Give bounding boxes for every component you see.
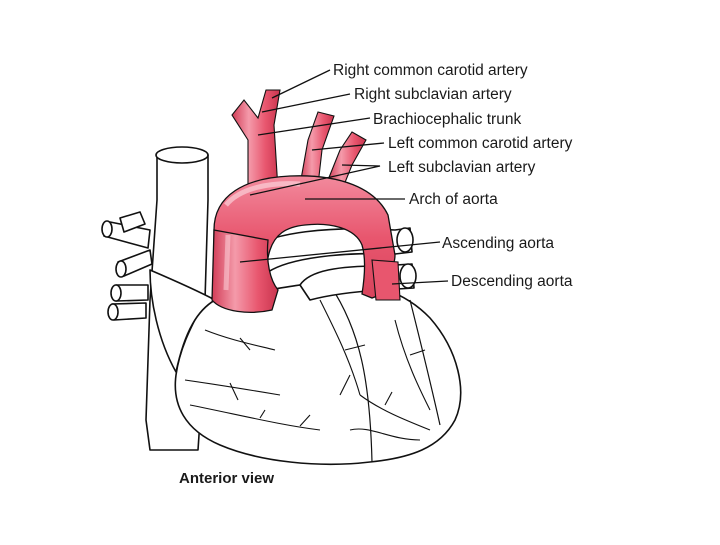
label-right-common-carotid-artery: Right common carotid artery [333, 62, 528, 79]
label-right-subclavian-artery: Right subclavian artery [354, 86, 512, 103]
coronary-vessels [184, 299, 431, 441]
pulmonary-veins-left [101, 211, 153, 321]
brachiocephalic-trunk-vessel [231, 89, 281, 191]
label-ascending-aorta: Ascending aorta [442, 235, 554, 252]
ascending-aorta-vessel [211, 229, 279, 313]
caption-anterior-view: Anterior view [179, 470, 274, 487]
label-arch-of-aorta: Arch of aorta [409, 191, 498, 208]
label-left-subclavian-artery: Left subclavian artery [388, 159, 536, 176]
label-brachiocephalic-trunk: Brachiocephalic trunk [373, 111, 521, 128]
aorta [211, 89, 401, 313]
labels: Right common carotid artery Right subcla… [179, 62, 573, 487]
heart-body [149, 269, 462, 466]
label-left-common-carotid-artery: Left common carotid artery [388, 135, 573, 152]
label-descending-aorta: Descending aorta [451, 273, 573, 290]
descending-aorta-vessel [371, 259, 401, 301]
left-subclavian-vessel [327, 131, 367, 186]
leader-lines [239, 69, 449, 285]
